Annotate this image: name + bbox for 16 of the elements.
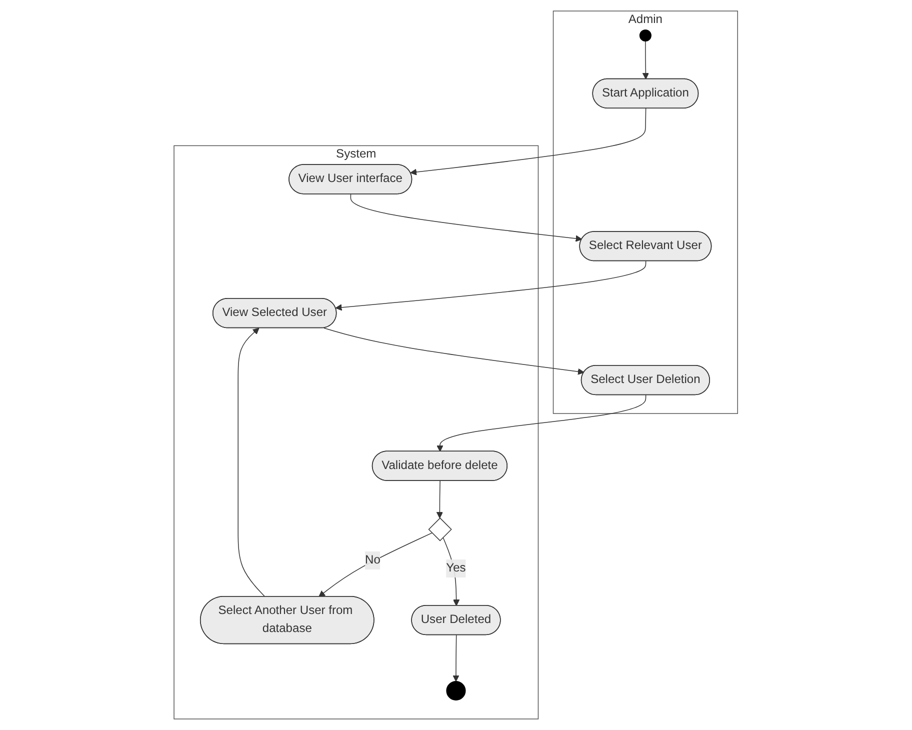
arrow xyxy=(318,532,433,597)
node-circle xyxy=(640,29,652,42)
arrow xyxy=(642,40,650,80)
edge-label: No xyxy=(365,554,381,566)
arrow xyxy=(350,194,582,242)
arrow xyxy=(336,260,646,311)
arrow xyxy=(452,634,460,682)
node-bullseye xyxy=(446,680,466,701)
edge-label: Yes xyxy=(446,562,466,575)
arrow xyxy=(324,328,584,375)
arrow xyxy=(410,108,646,176)
arrow xyxy=(442,536,460,606)
arrow xyxy=(238,328,266,598)
arrow xyxy=(436,394,646,452)
node-diamond xyxy=(428,518,452,542)
arrow xyxy=(436,480,444,518)
